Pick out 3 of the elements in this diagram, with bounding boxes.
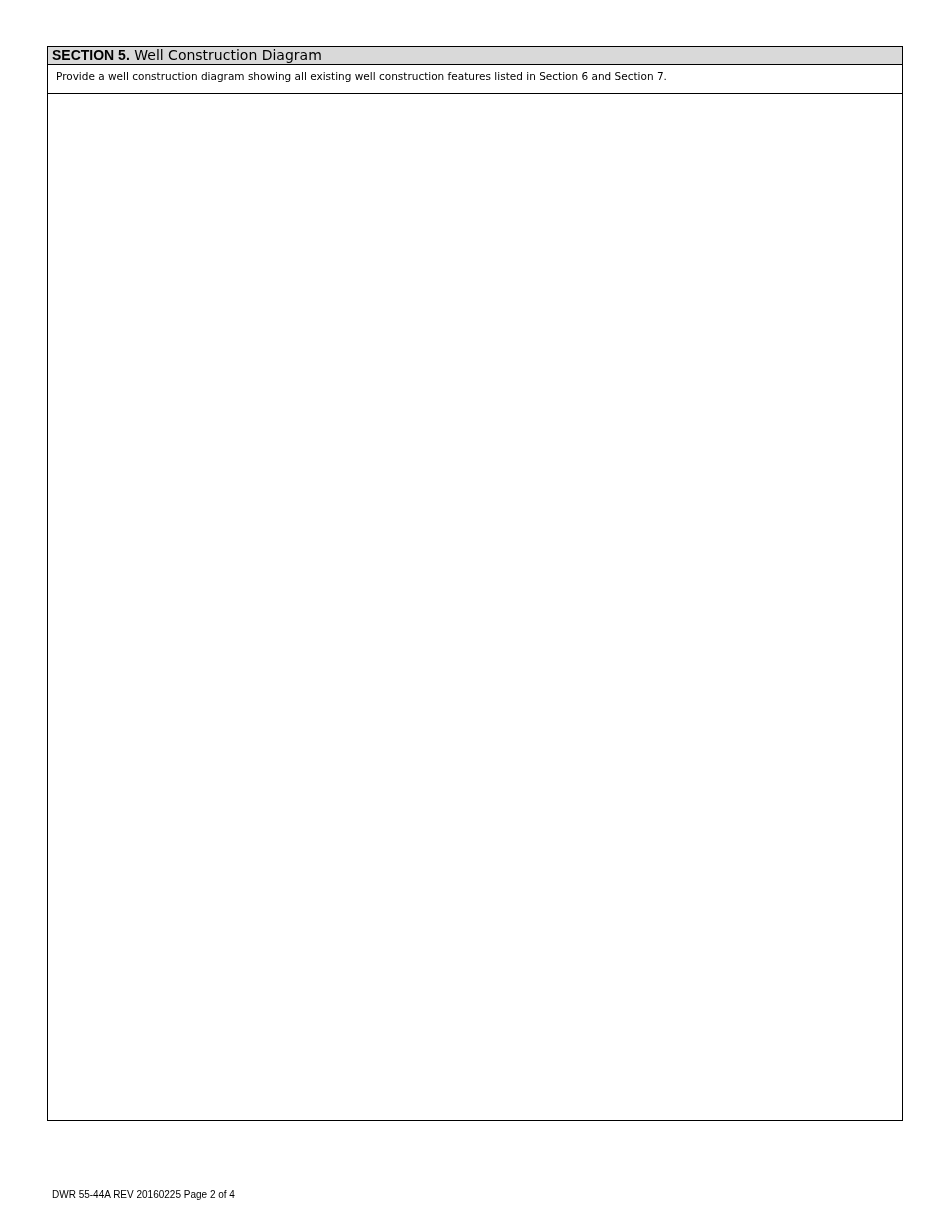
- form-footer: DWR 55-44A REV 20160225 Page 2 of 4: [52, 1189, 235, 1200]
- section-heading: SECTION 5. Well Construction Diagram: [48, 47, 902, 65]
- instruction-text: Provide a well construction diagram showing all existing well construction features listed in Section 6 and Section 7.: [56, 70, 667, 82]
